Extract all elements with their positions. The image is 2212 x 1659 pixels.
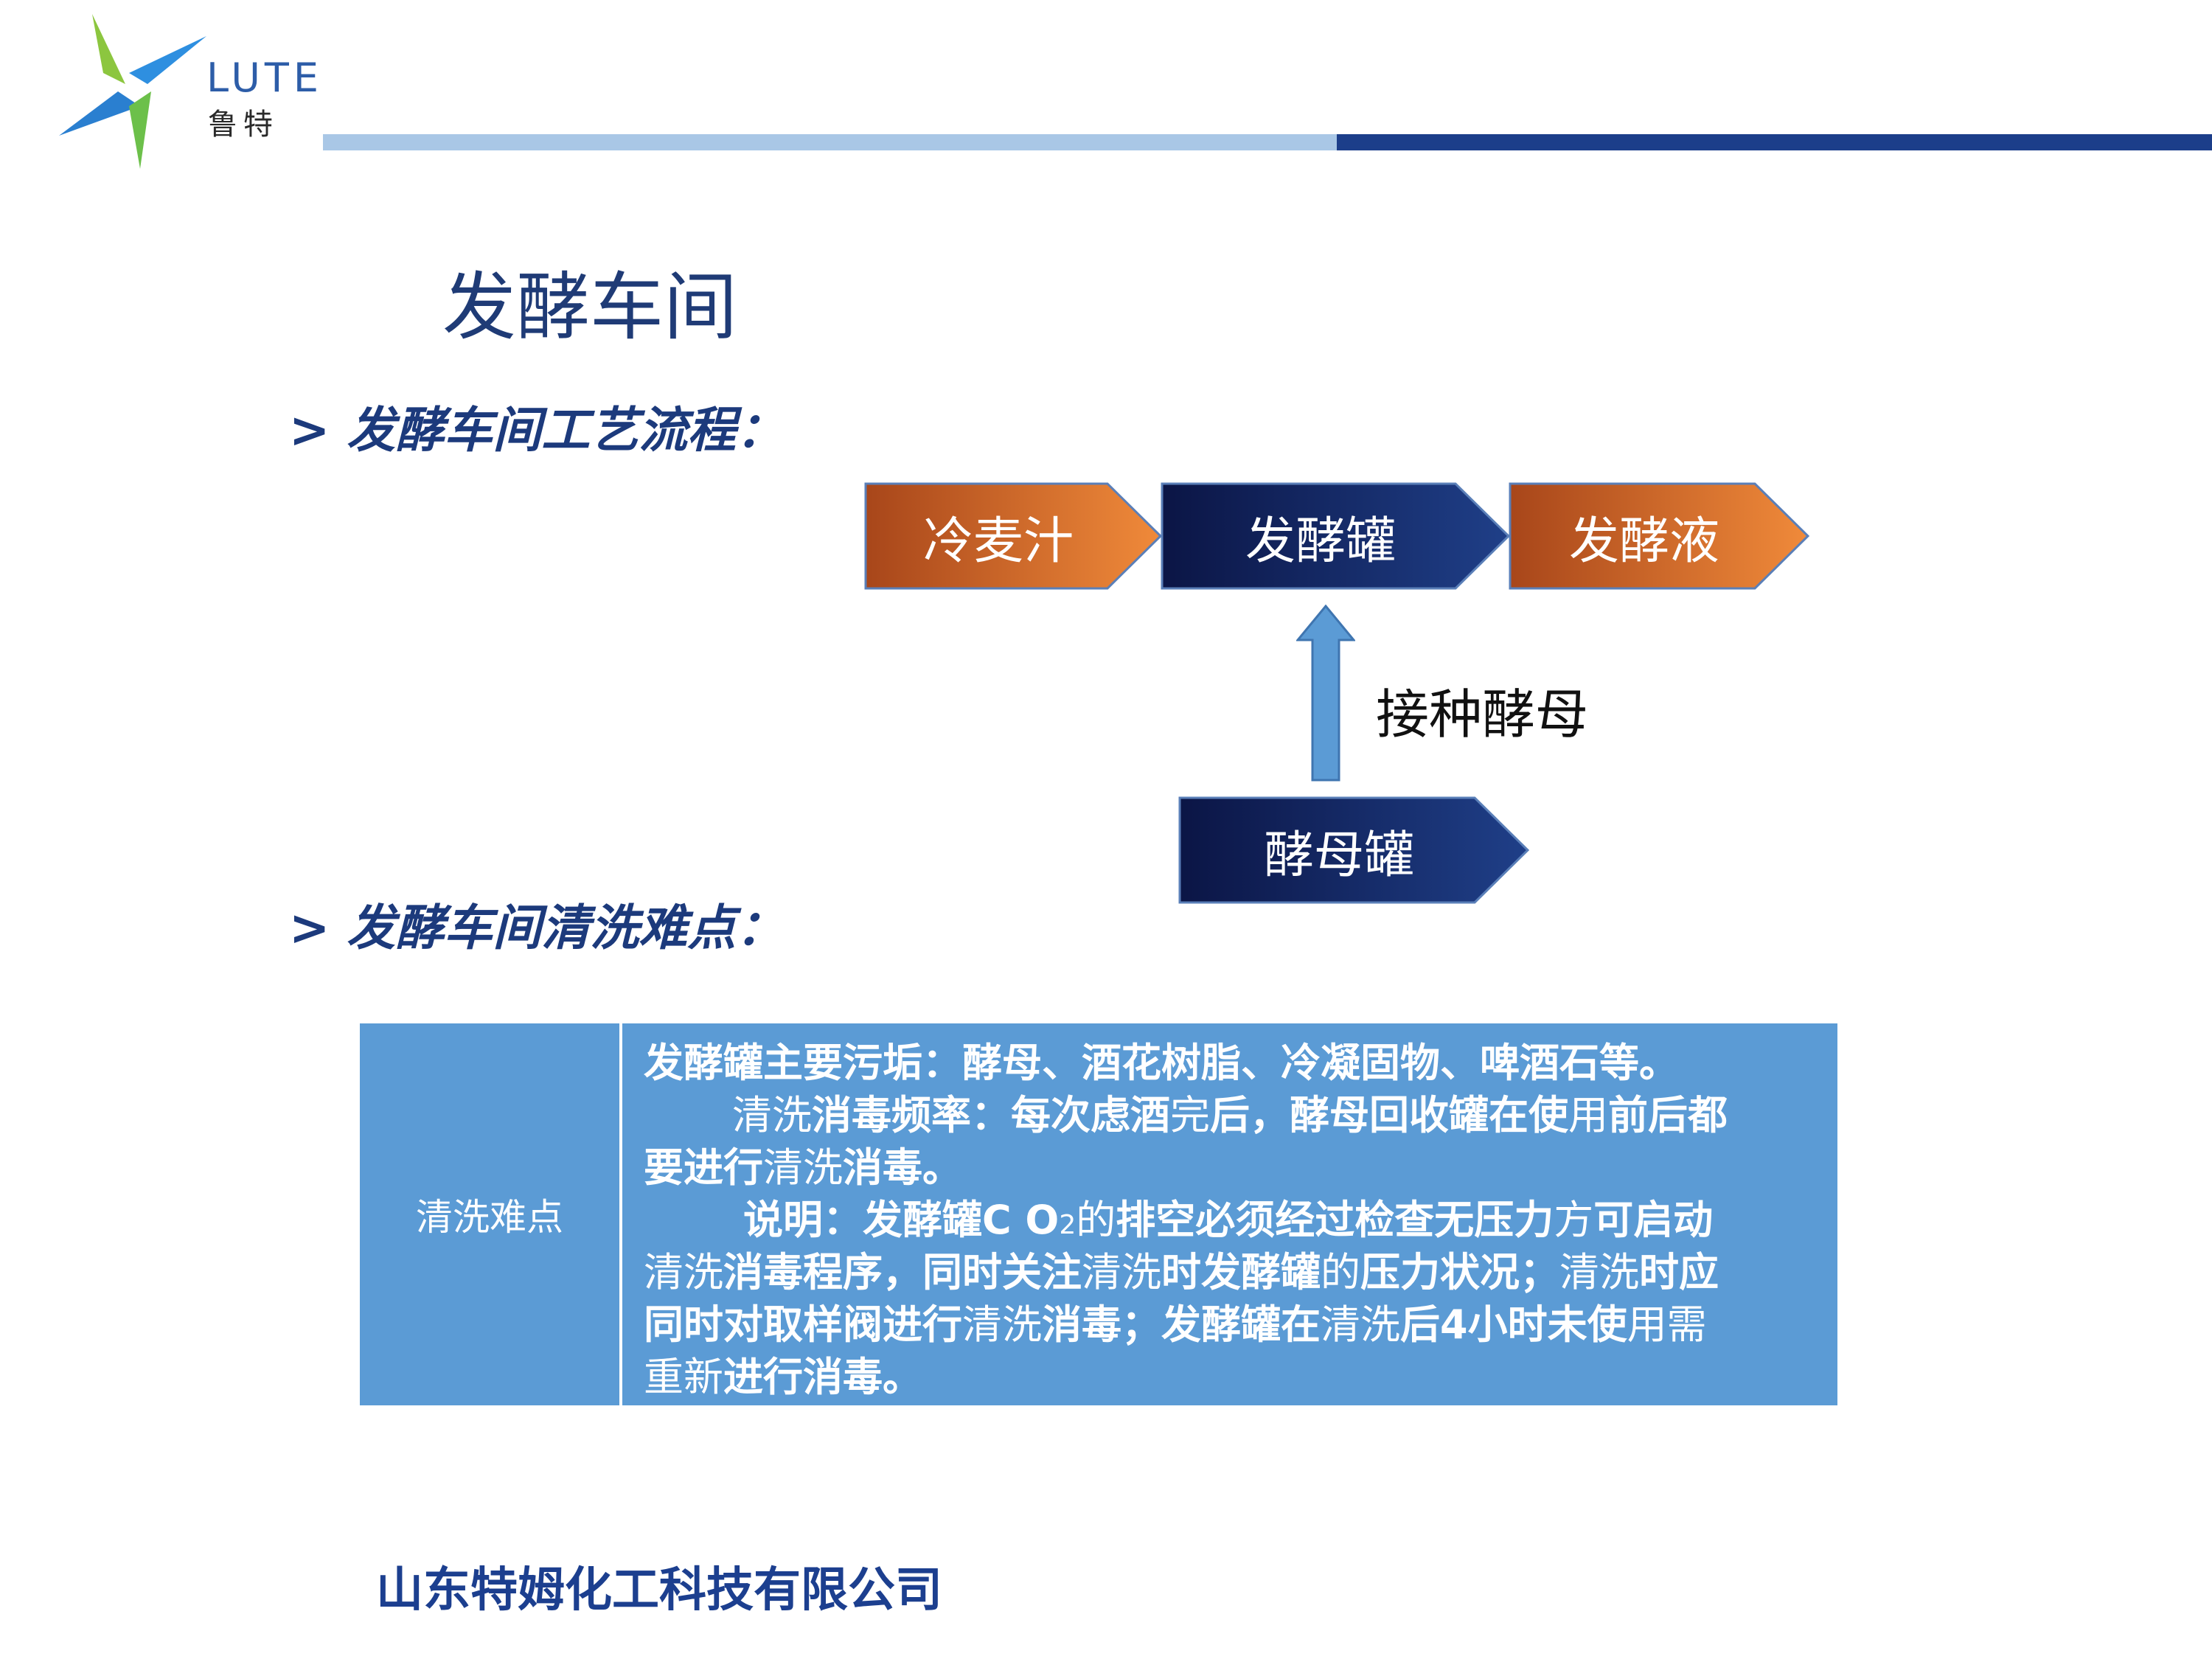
table-line: 清洗消毒频率：每次虑酒完后，酵母回收罐在使用前后都 bbox=[732, 1092, 1728, 1138]
flow-node-fermented-liquid: 发酵液 bbox=[1509, 482, 1809, 590]
table-line: 发酵罐主要污垢：酵母、酒花树脂、冷凝固物、啤酒石等。 bbox=[644, 1040, 1679, 1086]
table-row-label: 清洗难点 bbox=[416, 1196, 563, 1239]
logo-mark-icon bbox=[59, 14, 206, 169]
flow-node-label: 酵母罐 bbox=[1263, 826, 1414, 885]
table-line: 同时对取样阀进行清洗消毒；发酵罐在清洗后4小时未使用需 bbox=[644, 1301, 1707, 1348]
flow-node-label: 冷麦汁 bbox=[922, 512, 1074, 571]
up-arrow-icon bbox=[1296, 605, 1355, 782]
difficulty-heading: > 发酵车间清洗难点： bbox=[289, 900, 785, 956]
flow-node-label: 发酵罐 bbox=[1245, 512, 1396, 571]
process-heading: > 发酵车间工艺流程： bbox=[289, 402, 785, 459]
flow-node-label: 发酵液 bbox=[1568, 512, 1719, 571]
flow-node-fermenter: 发酵罐 bbox=[1161, 482, 1510, 590]
page-title: 发酵车间 bbox=[442, 264, 737, 350]
table-line: 要进行清洗消毒。 bbox=[644, 1144, 962, 1191]
header-bar-light bbox=[323, 134, 1337, 150]
flow-node-cold-wort: 冷麦汁 bbox=[864, 482, 1162, 590]
cleaning-difficulty-table: 清洗难点 发酵罐主要污垢：酵母、酒花树脂、冷凝固物、啤酒石等。 清洗消毒频率：每… bbox=[360, 1023, 1837, 1405]
logo-text-cn: 鲁特 bbox=[208, 108, 279, 142]
logo-text-en: LUTE bbox=[206, 55, 324, 101]
table-line: 清洗消毒程序，同时关注清洗时发酵罐的压力状况；清洗时应 bbox=[644, 1249, 1719, 1295]
footer-company-name: 山东特姆化工科技有限公司 bbox=[376, 1563, 942, 1618]
table-row-content: 发酵罐主要污垢：酵母、酒花树脂、冷凝固物、啤酒石等。 清洗消毒频率：每次虑酒完后… bbox=[644, 1037, 1823, 1403]
company-logo: LUTE 鲁特 bbox=[59, 10, 324, 180]
flow-node-yeast-tank: 酵母罐 bbox=[1178, 796, 1529, 904]
table-line: 重新进行消毒。 bbox=[644, 1354, 922, 1400]
table-divider bbox=[619, 1023, 622, 1405]
table-line: 说明：发酵罐C O2的排空必须经过检查无压力方可启动 bbox=[743, 1197, 1714, 1243]
header-bar-dark bbox=[1337, 134, 2212, 150]
inoculate-yeast-label: 接种酵母 bbox=[1376, 684, 1589, 745]
